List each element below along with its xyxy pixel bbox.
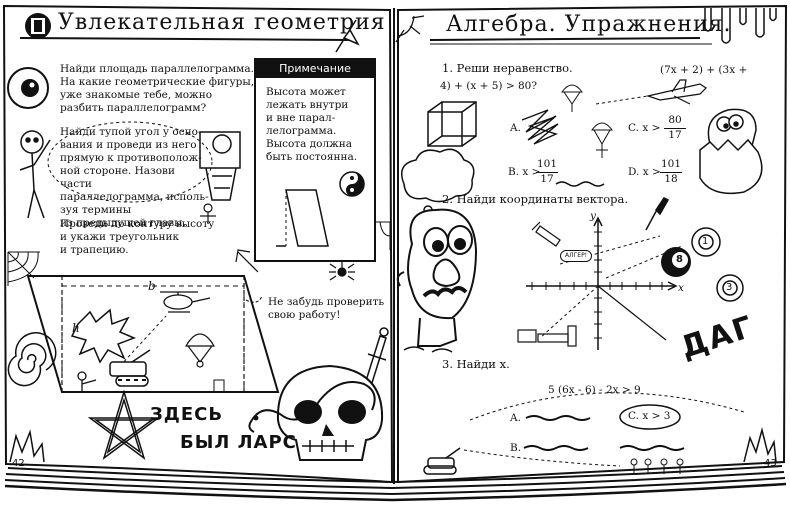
answer-1-d-den: 18 [664, 173, 678, 185]
parachute-small-icon [561, 84, 583, 112]
helicopter-icon [160, 291, 211, 313]
tank-icon [109, 349, 151, 387]
answer-1-b-den: 17 [540, 173, 554, 185]
label-h: h [72, 321, 80, 335]
answer-1-a: A. [510, 122, 521, 134]
sun-icon [395, 15, 425, 43]
page-number-left: 42 [12, 458, 25, 469]
answer-3-a: A. [510, 412, 521, 424]
ball-3-label: 3 [726, 282, 733, 293]
page-number-right: 43 [764, 458, 777, 469]
coordinate-axes [526, 216, 678, 350]
eyeball-icon [7, 67, 49, 109]
tank-small-icon [423, 447, 461, 475]
paint-drips-icon [704, 8, 777, 44]
stick-figures-icon [630, 458, 684, 474]
exercise-3-text: Проведи по контуру высоту и укажи треуго… [60, 218, 215, 256]
trash-can-icon [25, 13, 51, 39]
dashed-ellipse [47, 121, 213, 203]
parachute-small-2-icon [591, 122, 613, 158]
exercise-1-expr-right: (7x + 2) + (3x + [660, 64, 748, 76]
exercise-1-title: 1. Реши неравенство. [442, 61, 573, 75]
exercise-2-title: 2. Найди координаты вектора. [442, 192, 629, 206]
ball-1-label: 1 [702, 236, 709, 247]
note-box: Примечание Высота может лежать внутри и … [254, 58, 376, 262]
explosion-icon [70, 308, 137, 364]
answer-1-d: D. x > [628, 166, 661, 178]
cube-icon [427, 101, 477, 147]
answer-1-c-den: 17 [668, 129, 682, 141]
billiard-ball-3-icon [716, 274, 744, 302]
note-parallelogram [276, 171, 365, 247]
soldier-icon [77, 371, 97, 392]
pointer-arrow-icon [235, 249, 259, 273]
spiderweb-icon [7, 251, 40, 286]
exercise-3-title: 3. Найди x. [442, 357, 510, 371]
answer-1-b-num: 101 [536, 158, 558, 170]
answer-circle [619, 404, 681, 430]
graffiti-text-2: БЫЛ ЛАРС [180, 432, 297, 453]
tag-label: АЛГЕР! [560, 250, 593, 262]
exercise-1-expr-left: 4) + (x + 5) > 80? [440, 80, 537, 92]
note-title: Примечание [256, 60, 374, 78]
basketball-hoop-icon [199, 131, 241, 201]
jet-plane-icon [645, 79, 707, 105]
pencil-icon [645, 197, 670, 231]
answer-3-c: C. x > 3 [628, 410, 671, 422]
parachute-icon [184, 333, 216, 368]
answer-1-c: C. x > [628, 122, 661, 134]
flame-icon [9, 429, 45, 463]
stick-figure-icon [19, 130, 51, 219]
exercise-2-text: Найди тупой угол у осно- вания и проведи… [60, 126, 209, 229]
exercise-3-expr: 5 (6x - 6) - 2x > 9 [548, 384, 641, 396]
answer-1-d-num: 101 [660, 158, 682, 170]
billiard-ball-1-icon [691, 227, 721, 257]
cartoon-face-icon [396, 208, 478, 347]
page-title-left: Увлекательная геометрия [58, 10, 386, 35]
axe-icon [335, 19, 360, 53]
answer-1-c-num: 80 [668, 114, 682, 126]
scribble-icon [521, 109, 559, 145]
small-figure-icon [200, 203, 216, 224]
axis-x-label: x [678, 282, 684, 294]
page-title-right: Алгебра. Упражнения. [446, 12, 732, 37]
dinosaur-egg-icon [699, 108, 763, 195]
parallelogram-figure [26, 275, 280, 393]
paint-tube-icon [531, 221, 561, 247]
axis-y-label: y [590, 210, 596, 222]
exercise-1-text: Найди площадь параллелограмма. На какие … [60, 63, 255, 114]
answer-3-b: B. [510, 442, 522, 454]
label-b: b [148, 279, 156, 293]
pipe-doodle-icon [517, 325, 577, 347]
billiard-ball-8-icon [661, 247, 691, 277]
reminder-text: Не забудь проверить свою работу! [268, 296, 385, 321]
note-text: Высота может лежать внутри и вне парал- … [266, 86, 358, 163]
flame-right-icon [743, 427, 777, 463]
pentagram-star-icon [87, 389, 161, 460]
spiral-icon [7, 332, 57, 387]
graffiti-text-1: ЗДЕСЬ [150, 404, 224, 425]
snake-icon [248, 381, 376, 433]
ball-8-label: 8 [676, 254, 683, 265]
